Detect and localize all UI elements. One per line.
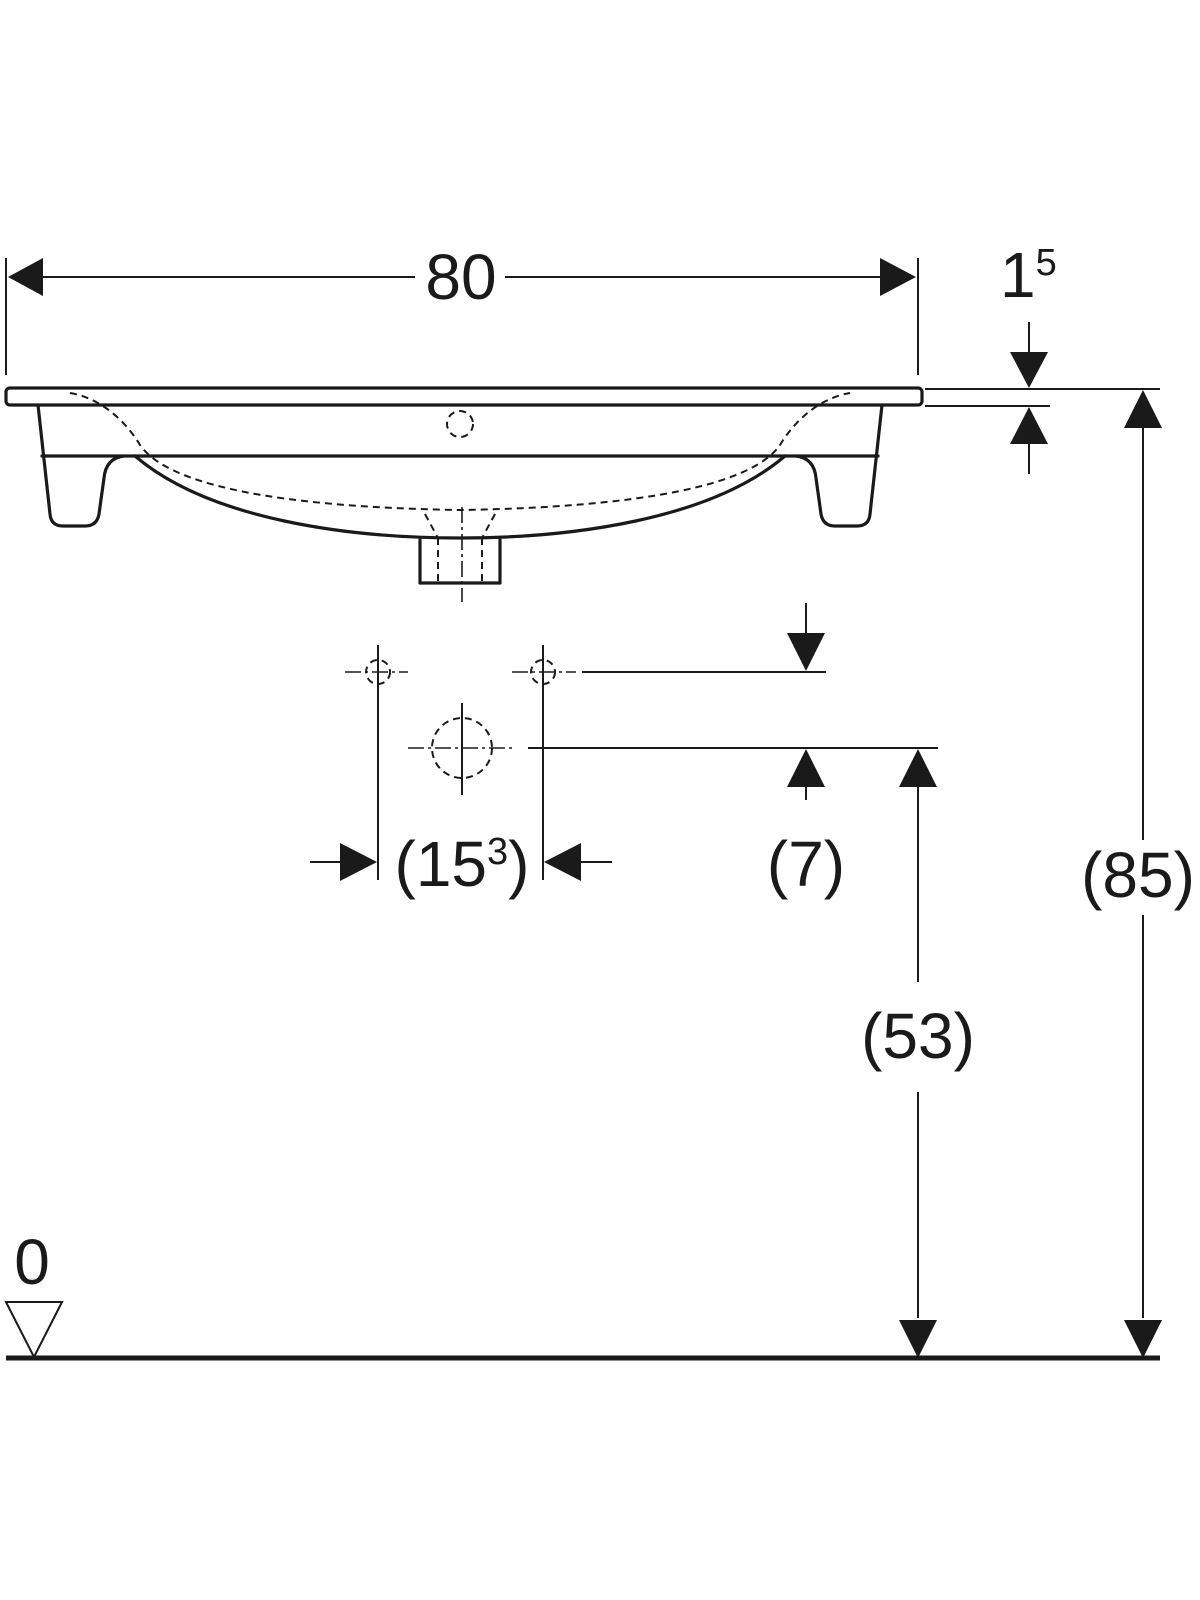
rim-label-base: 1 — [1000, 239, 1036, 311]
tap-spacing-label: (153) — [395, 828, 530, 900]
overflow-hole — [446, 410, 474, 438]
width-label: 80 — [425, 241, 496, 313]
waste-outlet — [418, 538, 502, 585]
waste-height-label: (53) — [861, 1000, 975, 1072]
bowl-inner-hidden — [69, 392, 851, 512]
washbasin-outline — [4, 386, 924, 602]
tap-spacing-sup: 3 — [487, 831, 508, 873]
dimension-total-height: (85) — [1081, 390, 1195, 1358]
dimension-tap-offset: (7) — [528, 603, 938, 900]
tap-spacing-base: 15 — [416, 828, 487, 900]
basin-rim — [4, 386, 924, 407]
rim-label-sup: 5 — [1036, 242, 1057, 284]
dimension-rim-thickness: 15 — [925, 239, 1160, 474]
tap-spacing-open: ( — [395, 828, 416, 900]
floor-level: 0 — [4, 1226, 1160, 1361]
rim-label: 15 — [1000, 239, 1057, 311]
bowl-curve — [133, 454, 787, 540]
tap-offset-label: (7) — [767, 828, 845, 900]
floor-level-label: 0 — [14, 1226, 50, 1298]
tap-spacing-close: ) — [508, 828, 529, 900]
dimension-waste-height: (53) — [861, 749, 975, 1358]
tap-holes — [345, 645, 576, 795]
waste-outlet-hidden — [424, 513, 496, 583]
dimension-tap-spacing: (153) — [310, 700, 612, 900]
floor-level-triangle — [4, 1301, 64, 1360]
dimension-width: 80 — [5, 241, 919, 375]
total-height-label: (85) — [1081, 839, 1195, 911]
left-leg — [36, 403, 126, 528]
right-leg — [794, 403, 884, 528]
